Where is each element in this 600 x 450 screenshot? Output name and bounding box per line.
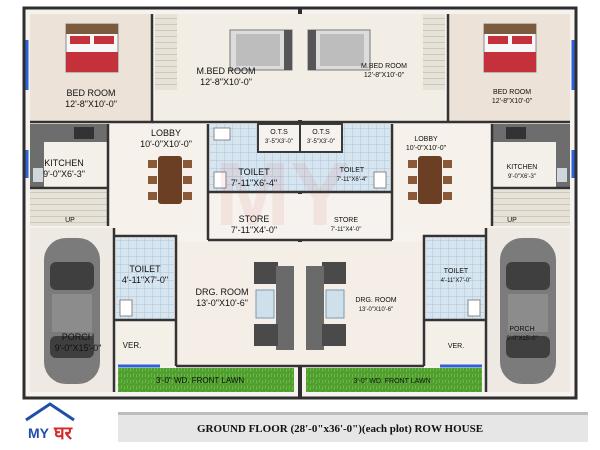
left-porch-name: PORCH xyxy=(62,332,95,342)
left-store-floor xyxy=(210,194,300,240)
left-drawing-room-name: DRG. ROOM xyxy=(196,287,249,297)
house-roof-icon xyxy=(25,402,75,422)
right-toilet-name: TOILET xyxy=(340,167,365,174)
right-porch-name: PORCH xyxy=(509,326,534,333)
right-mbed-name: M.BED ROOM xyxy=(361,63,407,70)
right-dining-table-icon xyxy=(408,156,452,204)
left-kitchen-size: 9'-0"X6'-3" xyxy=(43,169,85,179)
right-store-size: 7'-11"X4'-0" xyxy=(331,227,362,233)
right-verandah-floor xyxy=(426,322,484,366)
left-store-name: STORE xyxy=(239,214,270,224)
left-drawing-room-size: 13'-0"X10'-6" xyxy=(196,298,248,308)
left-bed-icon xyxy=(65,23,119,73)
window-marks xyxy=(25,40,575,368)
right-bedroom-name: BED ROOM xyxy=(493,89,531,96)
right-lobby-size: 10'-0"X10'-0" xyxy=(406,145,447,152)
left-small-toilet-size: 4'-11"X7'-0" xyxy=(122,275,168,285)
right-wc-icon xyxy=(373,171,387,189)
room-labels: BED ROOM 12'-8"X10'-0" M.BED ROOM 12'-8"… xyxy=(43,63,538,385)
left-stove-icon xyxy=(74,127,94,139)
left-mbed-size: 12'-8"X10'-0" xyxy=(200,77,252,87)
right-bed-icon xyxy=(483,23,537,73)
left-mbed-bed-icon xyxy=(229,29,293,71)
right-lobby-name: LOBBY xyxy=(414,136,438,143)
right-small-toilet-name: TOILET xyxy=(444,268,469,275)
right-car-icon xyxy=(500,238,556,384)
caption-ribbon: GROUND FLOOR (28'-0"x36'-0")(each plot) … xyxy=(118,412,588,442)
left-lobby-name: LOBBY xyxy=(151,128,181,138)
logo-text-my: MY xyxy=(28,425,50,441)
left-lawn-label: 3'-0" WD. FRONT LAWN xyxy=(156,376,245,385)
right-store-floor xyxy=(300,194,390,240)
right-lawn-label: 3'-0" WD. FRONT LAWN xyxy=(353,378,430,385)
right-small-toilet-size: 4'-11"X7'-0" xyxy=(441,278,472,284)
right-drawing-room-name: DRG. ROOM xyxy=(355,297,396,304)
right-porch-size: 9'-0"X15'-0" xyxy=(506,336,537,342)
right-kitchen-name: KITCHEN xyxy=(507,164,538,171)
left-car-icon xyxy=(44,238,100,384)
left-verandah-label: VER. xyxy=(123,341,142,350)
left-kitchen-counter xyxy=(30,124,108,142)
left-mbed-name: M.BED ROOM xyxy=(196,66,255,76)
left-sofa-icon xyxy=(254,262,294,350)
brand-logo: MY घर xyxy=(25,402,75,444)
left-ots-b-name: O.T.S xyxy=(312,129,330,136)
left-store-size: 7'-11"X4'-0" xyxy=(231,225,277,235)
left-ots-a-name: O.T.S xyxy=(270,129,288,136)
right-bedroom-size: 12'-8"X10'-0" xyxy=(492,98,533,105)
left-toilet-size: 7'-11"X6'-4" xyxy=(231,178,277,188)
left-toilet-name: TOILET xyxy=(238,167,270,177)
left-stair xyxy=(155,14,177,90)
right-mbed-size: 12'-8"X10'-0" xyxy=(364,72,405,79)
right-stair xyxy=(423,14,445,90)
left-porch-stair xyxy=(30,190,108,226)
right-stove-icon xyxy=(506,127,526,139)
left-ots-b-size: 3'-5"X3'-0" xyxy=(307,139,335,145)
right-verandah-label: VER. xyxy=(448,343,464,350)
left-kitchen-name: KITCHEN xyxy=(44,158,84,168)
left-stair-up-mark: UP xyxy=(65,217,75,224)
right-porch-stair xyxy=(492,190,570,226)
right-sink-icon xyxy=(557,168,567,182)
right-lawn-strip xyxy=(306,368,482,392)
left-wc-icon xyxy=(213,171,227,189)
left-verandah-floor xyxy=(116,322,174,366)
left-bedroom-size: 12'-8"X10'-0" xyxy=(65,99,117,109)
left-sink-icon xyxy=(33,168,43,182)
logo-text-ghar: घर xyxy=(53,423,73,444)
building-outline: MY xyxy=(22,6,578,400)
left-lawn-strip xyxy=(118,368,294,392)
right-drawing-room-size: 13'-0"X10'-6" xyxy=(359,307,394,313)
left-ots-a-size: 3'-5"X3'-0" xyxy=(265,139,293,145)
right-sofa-icon xyxy=(306,262,346,350)
right-kitchen-size: 9'-0"X6'-3" xyxy=(508,174,536,180)
interior-walls xyxy=(30,14,570,392)
left-dining-table-icon xyxy=(148,156,192,204)
left-porch-size: 9'-0"X15'-0" xyxy=(55,343,102,353)
left-lobby-size: 10'-0"X10'-0" xyxy=(140,139,192,149)
right-stair-up-mark: UP xyxy=(507,217,517,224)
right-mbed-bed-icon xyxy=(307,29,371,71)
right-store-name: STORE xyxy=(334,217,358,224)
watermark-logo: MY xyxy=(215,145,350,245)
right-toilet-size: 7'-11"X6'-4" xyxy=(337,177,368,183)
left-small-toilet-name: TOILET xyxy=(129,264,161,274)
left-bedroom-name: BED ROOM xyxy=(66,88,115,98)
plan-caption: GROUND FLOOR (28'-0"x36'-0")(each plot) … xyxy=(197,423,483,435)
